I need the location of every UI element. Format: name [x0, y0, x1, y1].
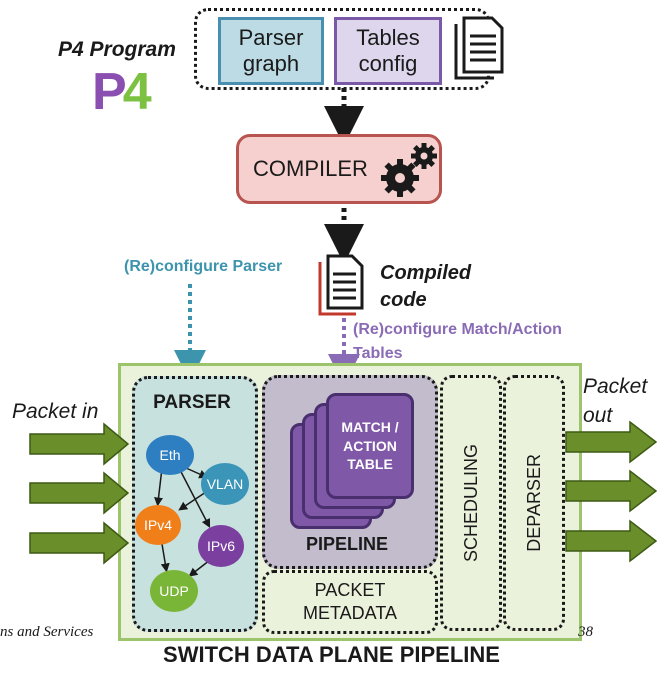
tables-config-box: Tables config — [334, 17, 442, 85]
arrow-right-icon — [565, 420, 658, 464]
p4-logo-4: 4 — [122, 63, 152, 121]
reconfigure-parser-label: (Re)configure Parser — [124, 258, 283, 275]
parser-node-eth: Eth — [146, 435, 194, 475]
packet-metadata-label: PACKET METADATA — [303, 579, 397, 623]
compiled-document-icon — [318, 254, 364, 316]
p4-logo-p: P — [92, 63, 127, 121]
arrow-right-icon — [565, 519, 658, 563]
arrow-right-icon — [29, 471, 130, 515]
diagram-title: SWITCH DATA PLANE PIPELINE — [163, 642, 500, 667]
gears-icon — [381, 143, 437, 197]
match-action-table-label: MATCH / ACTION TABLE — [341, 418, 399, 473]
arrow-right-icon — [29, 521, 130, 565]
packet-in-label: Packet in — [12, 400, 99, 423]
parser-label: PARSER — [153, 392, 231, 413]
compiled-code-label: Compiled code — [380, 262, 472, 311]
footer-text: ns and Services — [0, 624, 94, 640]
reconfigure-match-action-label: (Re)configure Match/Action Tables — [353, 321, 562, 362]
scheduling-box: SCHEDULING — [440, 375, 502, 631]
document-icon — [454, 16, 504, 80]
parser-node-ipv4: IPv4 — [135, 505, 181, 545]
page-number: 38 — [578, 624, 593, 640]
parser-node-ipv6: IPv6 — [198, 525, 244, 567]
arrow-right-icon — [565, 469, 658, 513]
parser-node-vlan: VLAN — [201, 463, 249, 505]
pipeline-label: PIPELINE — [305, 534, 389, 554]
packet-out-label: Packet out — [583, 375, 648, 428]
match-action-table: MATCH / ACTION TABLE — [326, 393, 414, 499]
compiler-label: COMPILER — [253, 156, 368, 181]
parser-graph-box: Parser graph — [218, 17, 324, 85]
arrow-right-icon — [29, 422, 130, 466]
p4-program-title: P4 Program — [58, 38, 176, 61]
packet-metadata-box: PACKET METADATA — [262, 570, 438, 634]
p4-logo: P4 — [92, 63, 152, 121]
deparser-box: DEPARSER — [503, 375, 565, 631]
parser-node-udp: UDP — [150, 570, 198, 612]
